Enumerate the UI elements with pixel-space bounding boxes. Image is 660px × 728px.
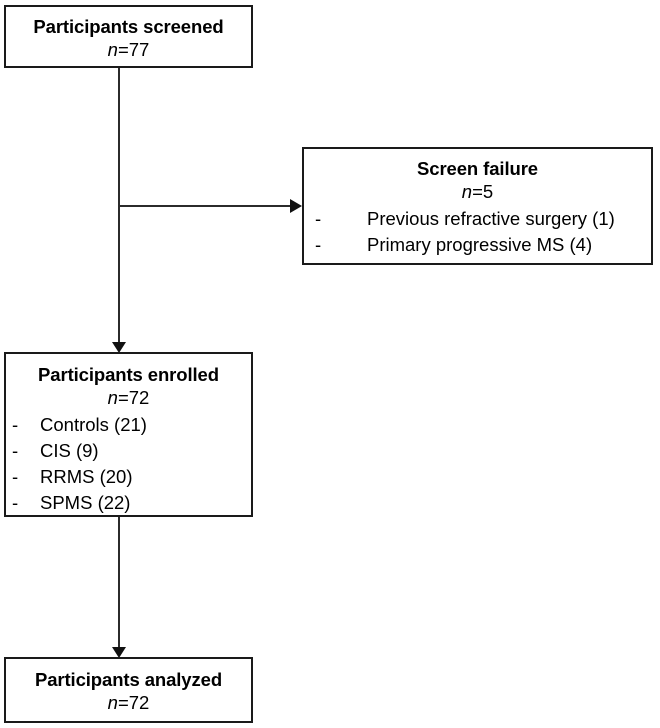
node-participants-screened: Participants screened n=77 [4,5,253,68]
list-item-label: Primary progressive MS (4) [367,234,593,255]
bullet-dash: - [12,440,19,461]
n-value: =72 [117,387,150,408]
list-item-label: Previous refractive surgery (1) [367,208,615,229]
n-symbol: n [107,39,118,60]
list-item: - SPMS (22) [12,490,251,516]
bullet-dash: - [315,208,322,229]
n-symbol: n [107,387,118,408]
node-participants-analyzed: Participants analyzed n=72 [4,657,253,723]
node-title: Participants screened [33,16,224,37]
list-item-label: CIS (9) [40,440,99,461]
node-reason-list: - Previous refractive surgery (1) - Prim… [304,206,651,258]
bullet-dash: - [12,466,19,487]
arrowhead-right-icon [290,199,302,213]
bullet-dash: - [12,492,19,513]
n-value: =77 [117,39,150,60]
node-screen-failure: Screen failure n=5 - Previous refractive… [302,147,653,265]
node-title: Participants enrolled [38,364,219,385]
n-symbol: n [461,181,473,202]
list-item: - Controls (21) [12,412,251,438]
node-count: n=72 [6,691,251,714]
list-item-label: RRMS (20) [40,466,133,487]
node-participants-enrolled: Participants enrolled n=72 - Controls (2… [4,352,253,517]
list-item: - CIS (9) [12,438,251,464]
arrowhead-down-icon [112,342,126,353]
arrowhead-down-icon [112,647,126,658]
list-item-label: Controls (21) [40,414,147,435]
list-item: - Primary progressive MS (4) [315,232,651,258]
connector-screened-to-enrolled [118,68,120,346]
connector-branch-to-screen-failure [118,205,290,207]
n-value: =5 [472,181,494,202]
n-symbol: n [107,692,118,713]
bullet-dash: - [315,234,322,255]
n-value: =72 [117,692,150,713]
list-item-label: SPMS (22) [40,492,131,513]
connector-enrolled-to-analyzed [118,517,120,651]
node-group-list: - Controls (21) - CIS (9) - RRMS (20) - … [6,412,251,516]
node-title: Participants analyzed [34,669,223,690]
list-item: - Previous refractive surgery (1) [315,206,651,232]
list-item: - RRMS (20) [12,464,251,490]
node-count: n=72 [6,386,251,409]
bullet-dash: - [12,414,19,435]
node-count: n=5 [304,180,651,203]
node-count: n=77 [6,38,251,61]
node-title: Screen failure [417,158,538,179]
